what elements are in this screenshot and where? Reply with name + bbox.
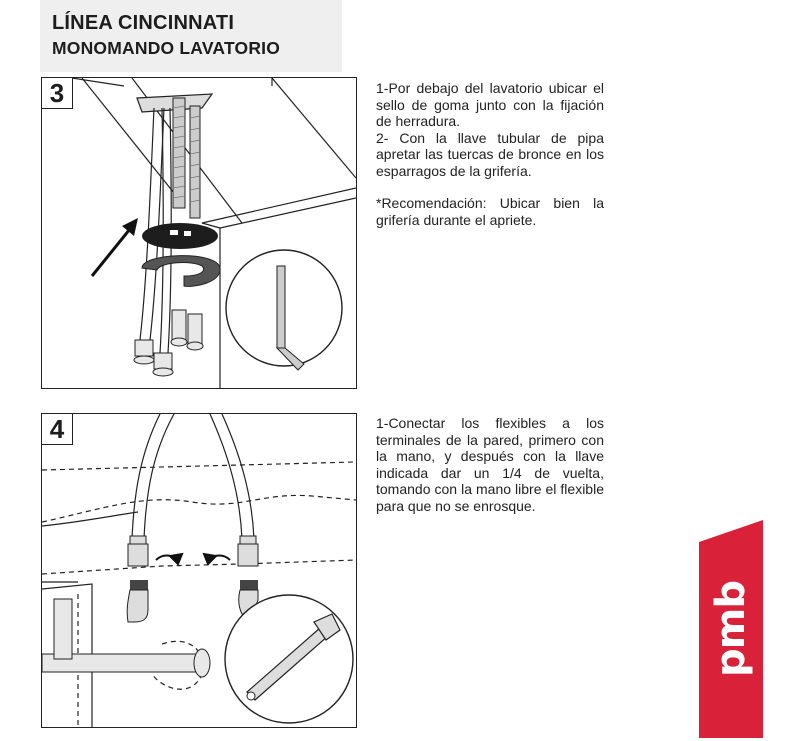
rubber-seal-icon bbox=[142, 223, 218, 249]
brand-tab: pmb bbox=[699, 520, 763, 738]
arrow-icon bbox=[90, 218, 138, 277]
flexible-hose-icon bbox=[131, 414, 255, 540]
recommendation-paragraph: *Recomendación: Ubicar bien la grifería … bbox=[376, 195, 604, 228]
installation-drawing bbox=[71, 78, 356, 388]
product-line-title: LÍNEA CINCINNATI bbox=[52, 12, 235, 34]
pipe-wrench-icon bbox=[275, 265, 305, 371]
document-header: LÍNEA CINCINNATI MONOMANDO LAVATORIO bbox=[40, 0, 342, 72]
step-3-illustration: 3 bbox=[41, 77, 357, 389]
wall-elbow-icon bbox=[126, 580, 259, 623]
step-number: 3 bbox=[42, 78, 73, 109]
product-subtitle: MONOMANDO LAVATORIO bbox=[52, 38, 281, 58]
rotate-arrow-icon bbox=[155, 552, 231, 566]
step-number: 4 bbox=[42, 414, 73, 445]
horseshoe-bracket-icon bbox=[141, 255, 221, 287]
instruction-paragraph: 1-Por debajo del lavatorio ubicar el sel… bbox=[376, 80, 604, 129]
step-4-instructions: 1-Conectar los flexibles a los terminale… bbox=[376, 415, 604, 514]
brand-logo: pmb bbox=[708, 581, 754, 677]
adjustable-wrench-icon bbox=[246, 613, 341, 701]
step-3-instructions: 1-Por debajo del lavatorio ubicar el sel… bbox=[376, 80, 604, 228]
step-4-illustration: 4 bbox=[41, 413, 357, 728]
threaded-rod-icon bbox=[172, 97, 201, 219]
instruction-paragraph: 1-Conectar los flexibles a los terminale… bbox=[376, 415, 604, 514]
installation-drawing bbox=[42, 414, 356, 727]
instruction-paragraph: 2- Con la llave tubular de pipa apretar … bbox=[376, 129, 604, 179]
